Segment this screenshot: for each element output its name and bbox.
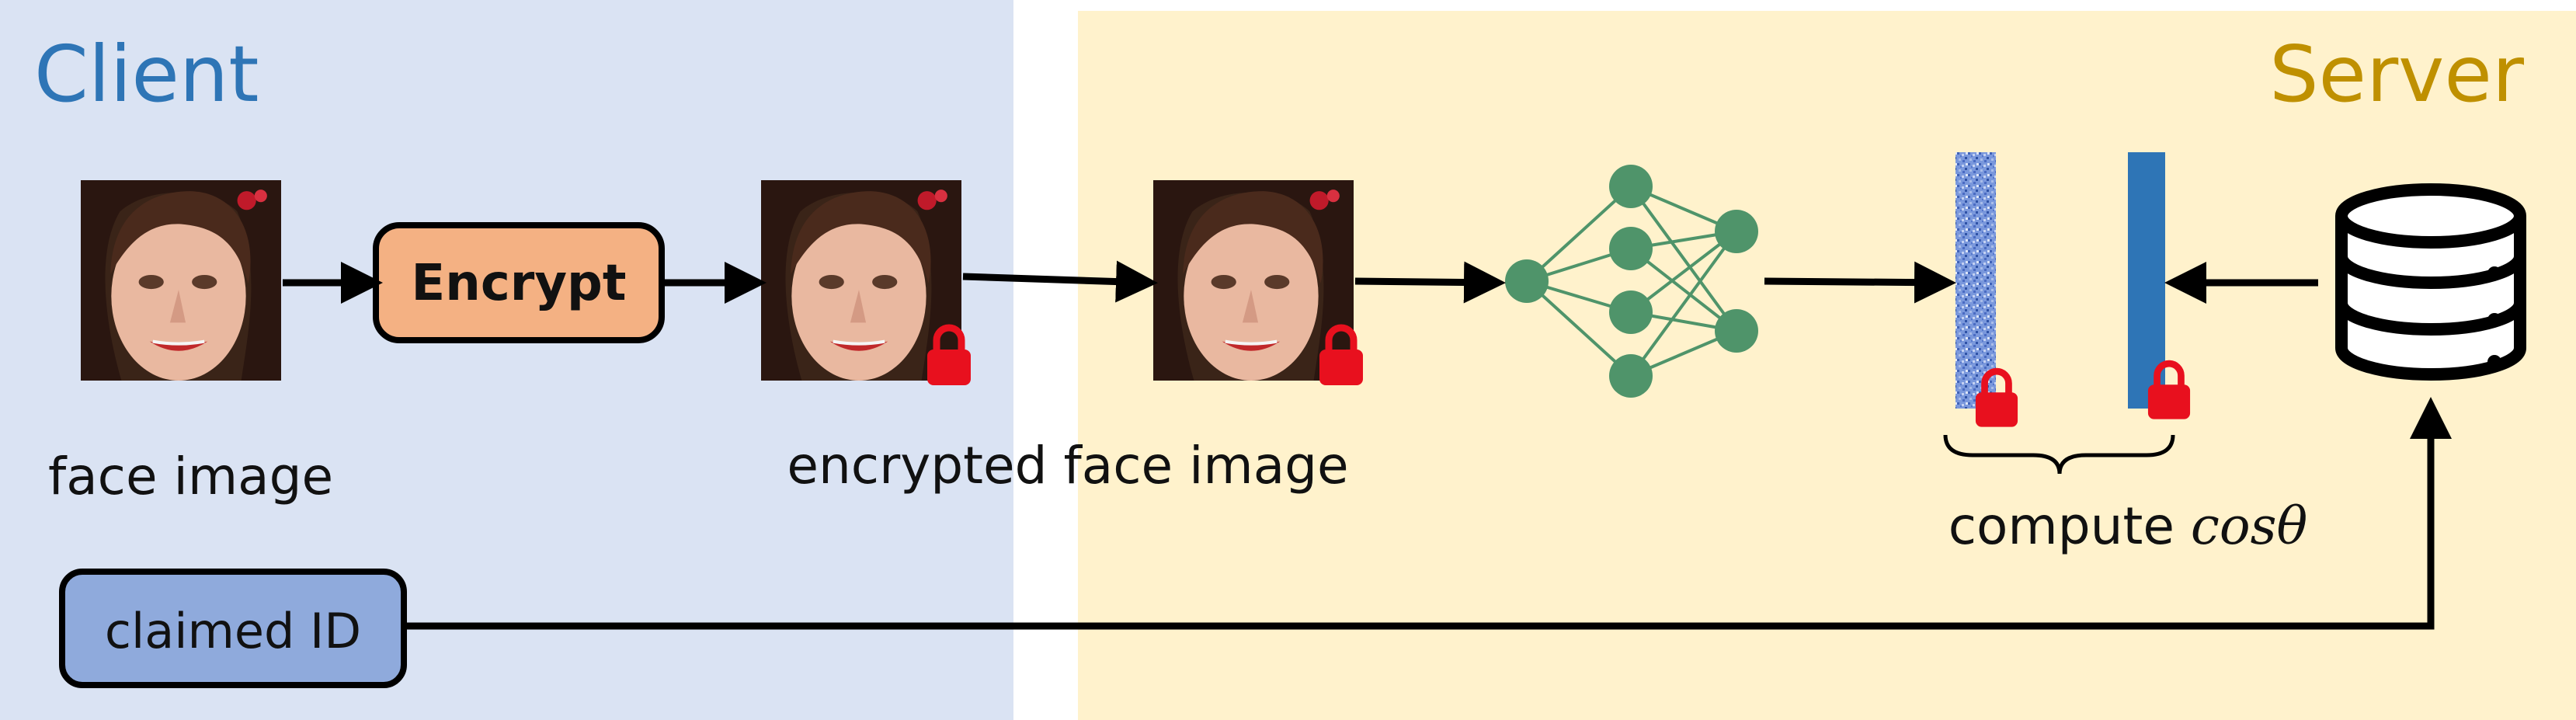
claimed-id-label: claimed ID [105, 603, 361, 659]
encrypted-face-image-label: encrypted face image [787, 436, 1348, 496]
server-title: Server [2269, 29, 2525, 120]
arrow-image-to-network [1354, 261, 1506, 304]
face-photo [81, 180, 281, 381]
arrow-client-to-server [962, 260, 1158, 303]
flow-arrows [283, 260, 2452, 630]
encrypted-feature-vector [1955, 152, 1996, 409]
encrypt-label: Encrypt [412, 255, 627, 312]
face-image-label: face image [48, 447, 333, 506]
compute-cos-label: compute cosθ [1949, 496, 2307, 556]
client-title: Client [34, 29, 259, 120]
compute-brace [1943, 434, 2175, 475]
database-icon [2335, 183, 2526, 381]
arrow-network-to-vector [1764, 261, 1956, 304]
neural-network-icon [1505, 165, 1758, 398]
arrow-claimed-id-to-database [404, 397, 2452, 630]
